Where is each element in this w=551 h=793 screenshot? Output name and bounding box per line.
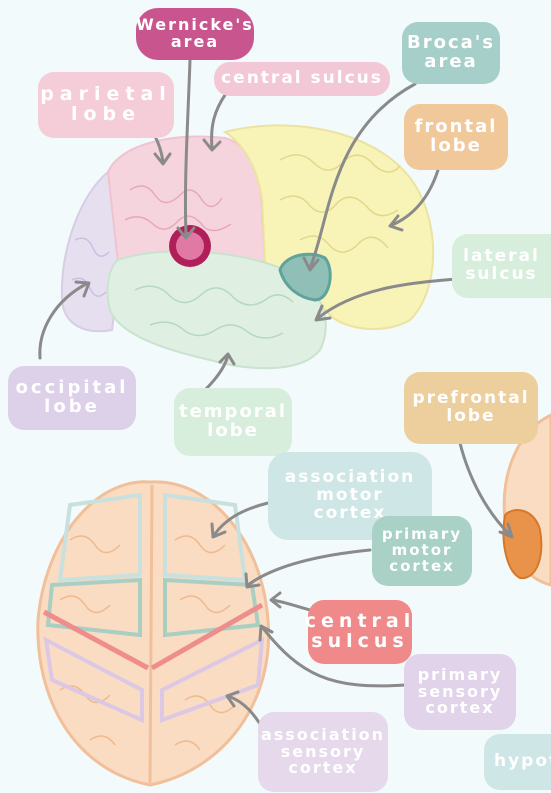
label-occipital-lobe: occipital lobe <box>8 366 136 430</box>
label-brocas-area: Broca's area <box>402 22 500 84</box>
label-central-sulcus-top: central sulcus <box>214 62 390 96</box>
label-parietal-lobe: parietal lobe <box>38 72 174 138</box>
side-view-brain <box>62 125 433 368</box>
label-association-sensory-cortex: association sensory cortex <box>258 712 388 792</box>
prefrontal-marker <box>503 510 541 578</box>
label-central-sulcus-bottom: central sulcus <box>308 600 412 664</box>
arrow-primary-motor <box>248 550 370 585</box>
top-brain-outline <box>38 482 269 785</box>
top-view-brain <box>38 482 269 785</box>
label-primary-sensory-cortex: primary sensory cortex <box>404 654 516 730</box>
label-lateral-sulcus: lateral sulcus <box>452 234 551 298</box>
label-wernickes-area: Wernicke's area <box>136 8 254 60</box>
label-primary-motor-cortex: primary motor cortex <box>372 516 472 586</box>
label-temporal-lobe: temporal lobe <box>174 388 292 456</box>
label-prefrontal-lobe: prefrontal lobe <box>404 372 538 444</box>
label-frontal-lobe: frontal lobe <box>404 104 508 170</box>
label-hypothalamus-partial: hypot <box>484 734 551 790</box>
